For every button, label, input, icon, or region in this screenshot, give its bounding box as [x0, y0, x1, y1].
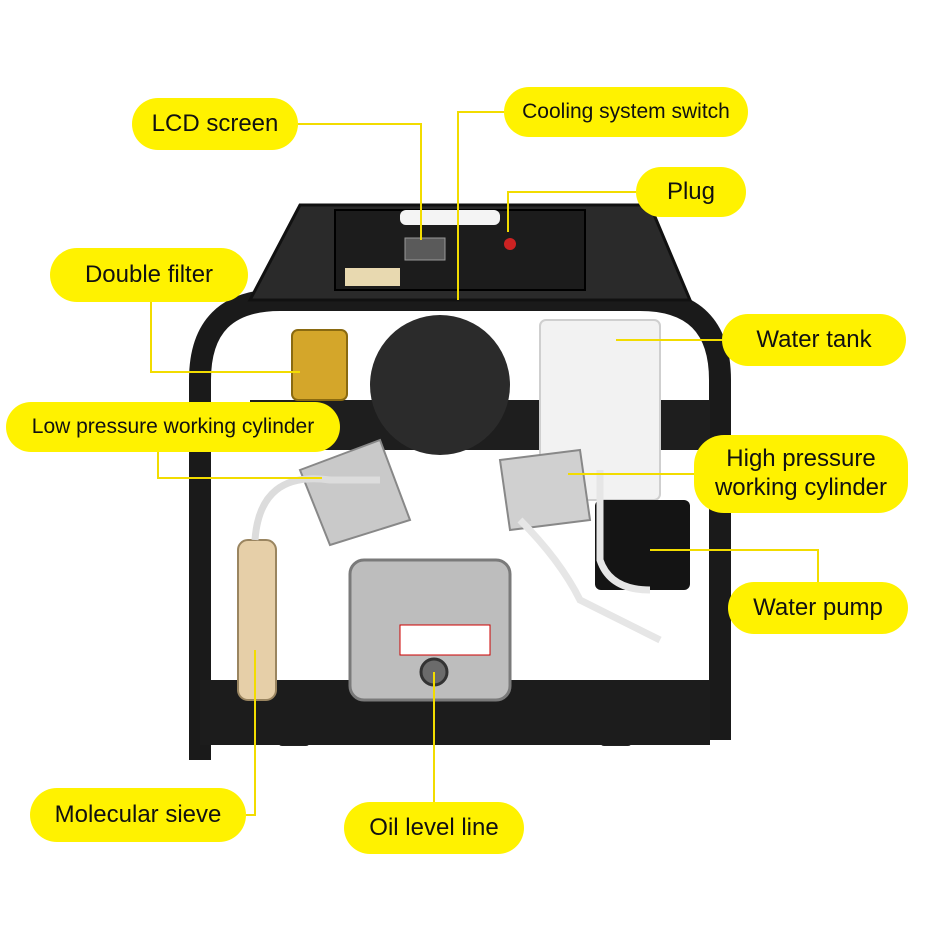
lcd-display [404, 237, 446, 261]
leader-lines [150, 111, 819, 816]
low-pressure-cylinder [298, 438, 412, 547]
callout-water-pump: Water pump [728, 582, 908, 634]
hose [251, 475, 380, 541]
leader-double-filter [150, 302, 300, 373]
water-tank-label: Water tank [756, 325, 872, 353]
double-filter [291, 329, 348, 401]
leader-molecular-sieve [246, 650, 256, 816]
callout-oil-level-line: Oil level line [344, 802, 524, 854]
callout-water-tank: Water tank [722, 314, 906, 366]
callout-molecular-sieve: Molecular sieve [30, 788, 246, 842]
water-pump [595, 500, 690, 590]
leader-lcd [298, 123, 422, 240]
leader-water-pump [650, 549, 819, 582]
oil-level-line-label: Oil level line [369, 813, 499, 841]
warning-sticker [345, 268, 400, 286]
double-filter-label: Double filter [84, 260, 214, 288]
callout-high-pressure-cylinder: High pressure working cylinder [694, 435, 908, 513]
hose [596, 470, 651, 594]
high-pressure-cylinder [498, 448, 592, 532]
caution-sticker [399, 624, 491, 656]
callout-cooling-system-switch: Cooling system switch [504, 87, 748, 137]
plug-label: Plug [666, 177, 716, 205]
handle-slot [400, 210, 500, 225]
leader-low-pressure [157, 452, 322, 479]
molecular-sieve-label: Molecular sieve [54, 800, 222, 828]
switch-knob [504, 238, 516, 250]
leader-cooling [457, 111, 504, 300]
lcd-screen-label: LCD screen [151, 109, 279, 137]
callout-plug: Plug [636, 167, 746, 217]
callout-low-pressure-cylinder: Low pressure working cylinder [6, 402, 340, 452]
low-pressure-cylinder-label: Low pressure working cylinder [31, 415, 315, 439]
cooling-system-switch-label: Cooling system switch [522, 100, 730, 124]
callout-double-filter: Double filter [50, 248, 248, 302]
water-pump-label: Water pump [753, 593, 883, 621]
molecular-sieve [237, 539, 277, 701]
hose [517, 517, 662, 644]
cooling-fan [370, 315, 510, 455]
high-pressure-cylinder-label: High pressure working cylinder [714, 445, 888, 501]
leader-plug [507, 191, 636, 232]
callout-lcd-screen: LCD screen [132, 98, 298, 150]
